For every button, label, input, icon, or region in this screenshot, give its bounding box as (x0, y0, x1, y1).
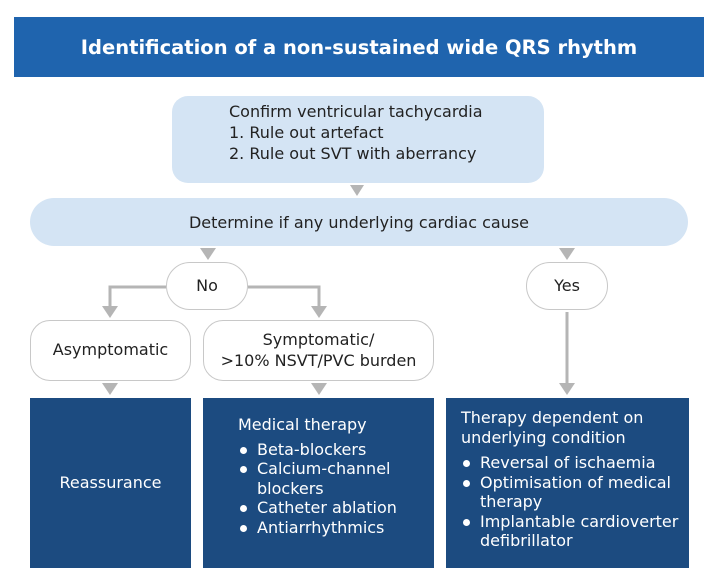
confirm-step-1: 1. Rule out artefact (229, 122, 384, 142)
medical-therapy-box: Medical therapy Beta-blockers Calcium-ch… (203, 398, 434, 568)
asymptomatic-label: Asymptomatic (52, 340, 169, 360)
confirm-box: Confirm ventricular tachycardia 1. Rule … (172, 96, 544, 183)
list-item: Beta-blockers (238, 440, 420, 460)
yes-node: Yes (526, 262, 608, 310)
dependent-therapy-title: Therapy dependent on underlying conditio… (461, 408, 644, 447)
no-node: No (166, 262, 248, 310)
list-item: Calcium-channel blockers (238, 459, 420, 498)
determine-box: Determine if any underlying cardiac caus… (30, 198, 688, 246)
arrow-asym-reassurance (102, 383, 118, 395)
no-label: No (196, 275, 218, 295)
symptomatic-box: Symptomatic/ >10% NSVT/PVC burden (203, 320, 434, 381)
arrow-sym-medical (311, 383, 327, 395)
arrow-no-sym (311, 306, 327, 318)
yes-label: Yes (554, 275, 580, 295)
arrow-determine-no (200, 248, 216, 260)
list-item: Antiarrhythmics (238, 518, 420, 538)
arrow-yes-dependent (559, 383, 575, 395)
list-item: Optimisation of medical therapy (461, 473, 681, 512)
dependent-therapy-list: Reversal of ischaemia Optimisation of me… (461, 453, 681, 551)
confirm-title: Confirm ventricular tachycardia (229, 102, 483, 121)
page-title: Identification of a non-sustained wide Q… (80, 35, 638, 59)
arrow-confirm (350, 185, 364, 196)
header-banner: Identification of a non-sustained wide Q… (14, 17, 704, 77)
medical-therapy-title: Medical therapy (238, 415, 367, 434)
medical-therapy-list: Beta-blockers Calcium-channel blockers C… (238, 440, 420, 538)
reassurance-label: Reassurance (59, 473, 162, 493)
reassurance-box: Reassurance (30, 398, 191, 568)
list-item: Catheter ablation (238, 498, 420, 518)
symptomatic-line-1: Symptomatic/ (262, 329, 375, 349)
symptomatic-line-2: >10% NSVT/PVC burden (220, 350, 417, 370)
list-item: Implantable cardioverter defibrillator (461, 512, 681, 551)
dependent-therapy-box: Therapy dependent on underlying conditio… (446, 398, 689, 568)
determine-label: Determine if any underlying cardiac caus… (188, 212, 530, 232)
arrow-no-asym (102, 306, 118, 318)
list-item: Reversal of ischaemia (461, 453, 681, 473)
arrow-determine-yes (559, 248, 575, 260)
confirm-step-2: 2. Rule out SVT with aberrancy (229, 143, 477, 163)
asymptomatic-box: Asymptomatic (30, 320, 191, 381)
